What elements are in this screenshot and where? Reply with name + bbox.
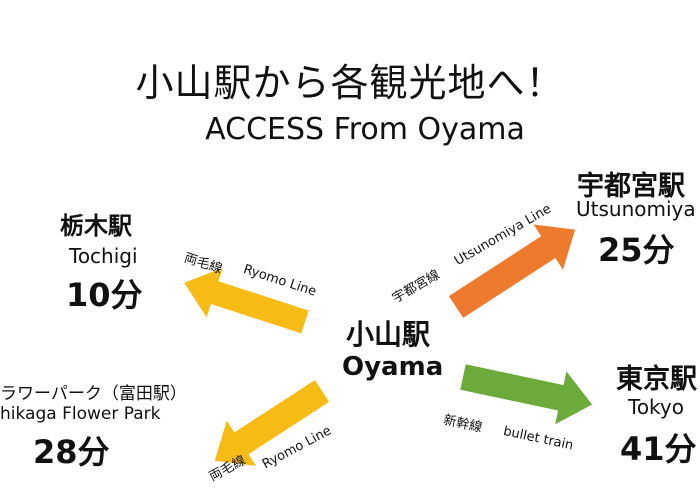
- tokyo-name-jp: 東京駅: [616, 364, 697, 395]
- page-subtitle: ACCESS From Oyama: [205, 112, 525, 147]
- arrow-to-tokyo: [460, 364, 593, 425]
- tokyo-name-en: Tokyo: [628, 395, 684, 419]
- ashikaga-time: 28分: [33, 433, 110, 471]
- center-station-name-en: Oyama: [342, 352, 444, 382]
- arrow-to-utsunomiya: [448, 224, 576, 318]
- utsunomiya-time: 25分: [598, 231, 675, 269]
- tochigi-name-jp: 栃木駅: [60, 212, 132, 240]
- arrow-to-ashikaga: [214, 380, 330, 466]
- tochigi-name-en: Tochigi: [69, 244, 138, 268]
- utsunomiya-name-jp: 宇都宮駅: [577, 171, 685, 202]
- utsunomiya-name-en: Utsunomiya: [576, 197, 696, 221]
- center-station-name-jp: 小山駅: [346, 318, 431, 351]
- ashikaga-name-jp: ラワーパーク（富田駅）: [0, 384, 187, 404]
- arrow-to-tochigi: [184, 267, 309, 334]
- page-title: 小山駅から各観光地へ！: [135, 61, 565, 105]
- tochigi-time: 10分: [66, 276, 143, 314]
- tokyo-time: 41分: [620, 430, 697, 468]
- ashikaga-name-en: hikaga Flower Park: [0, 404, 161, 424]
